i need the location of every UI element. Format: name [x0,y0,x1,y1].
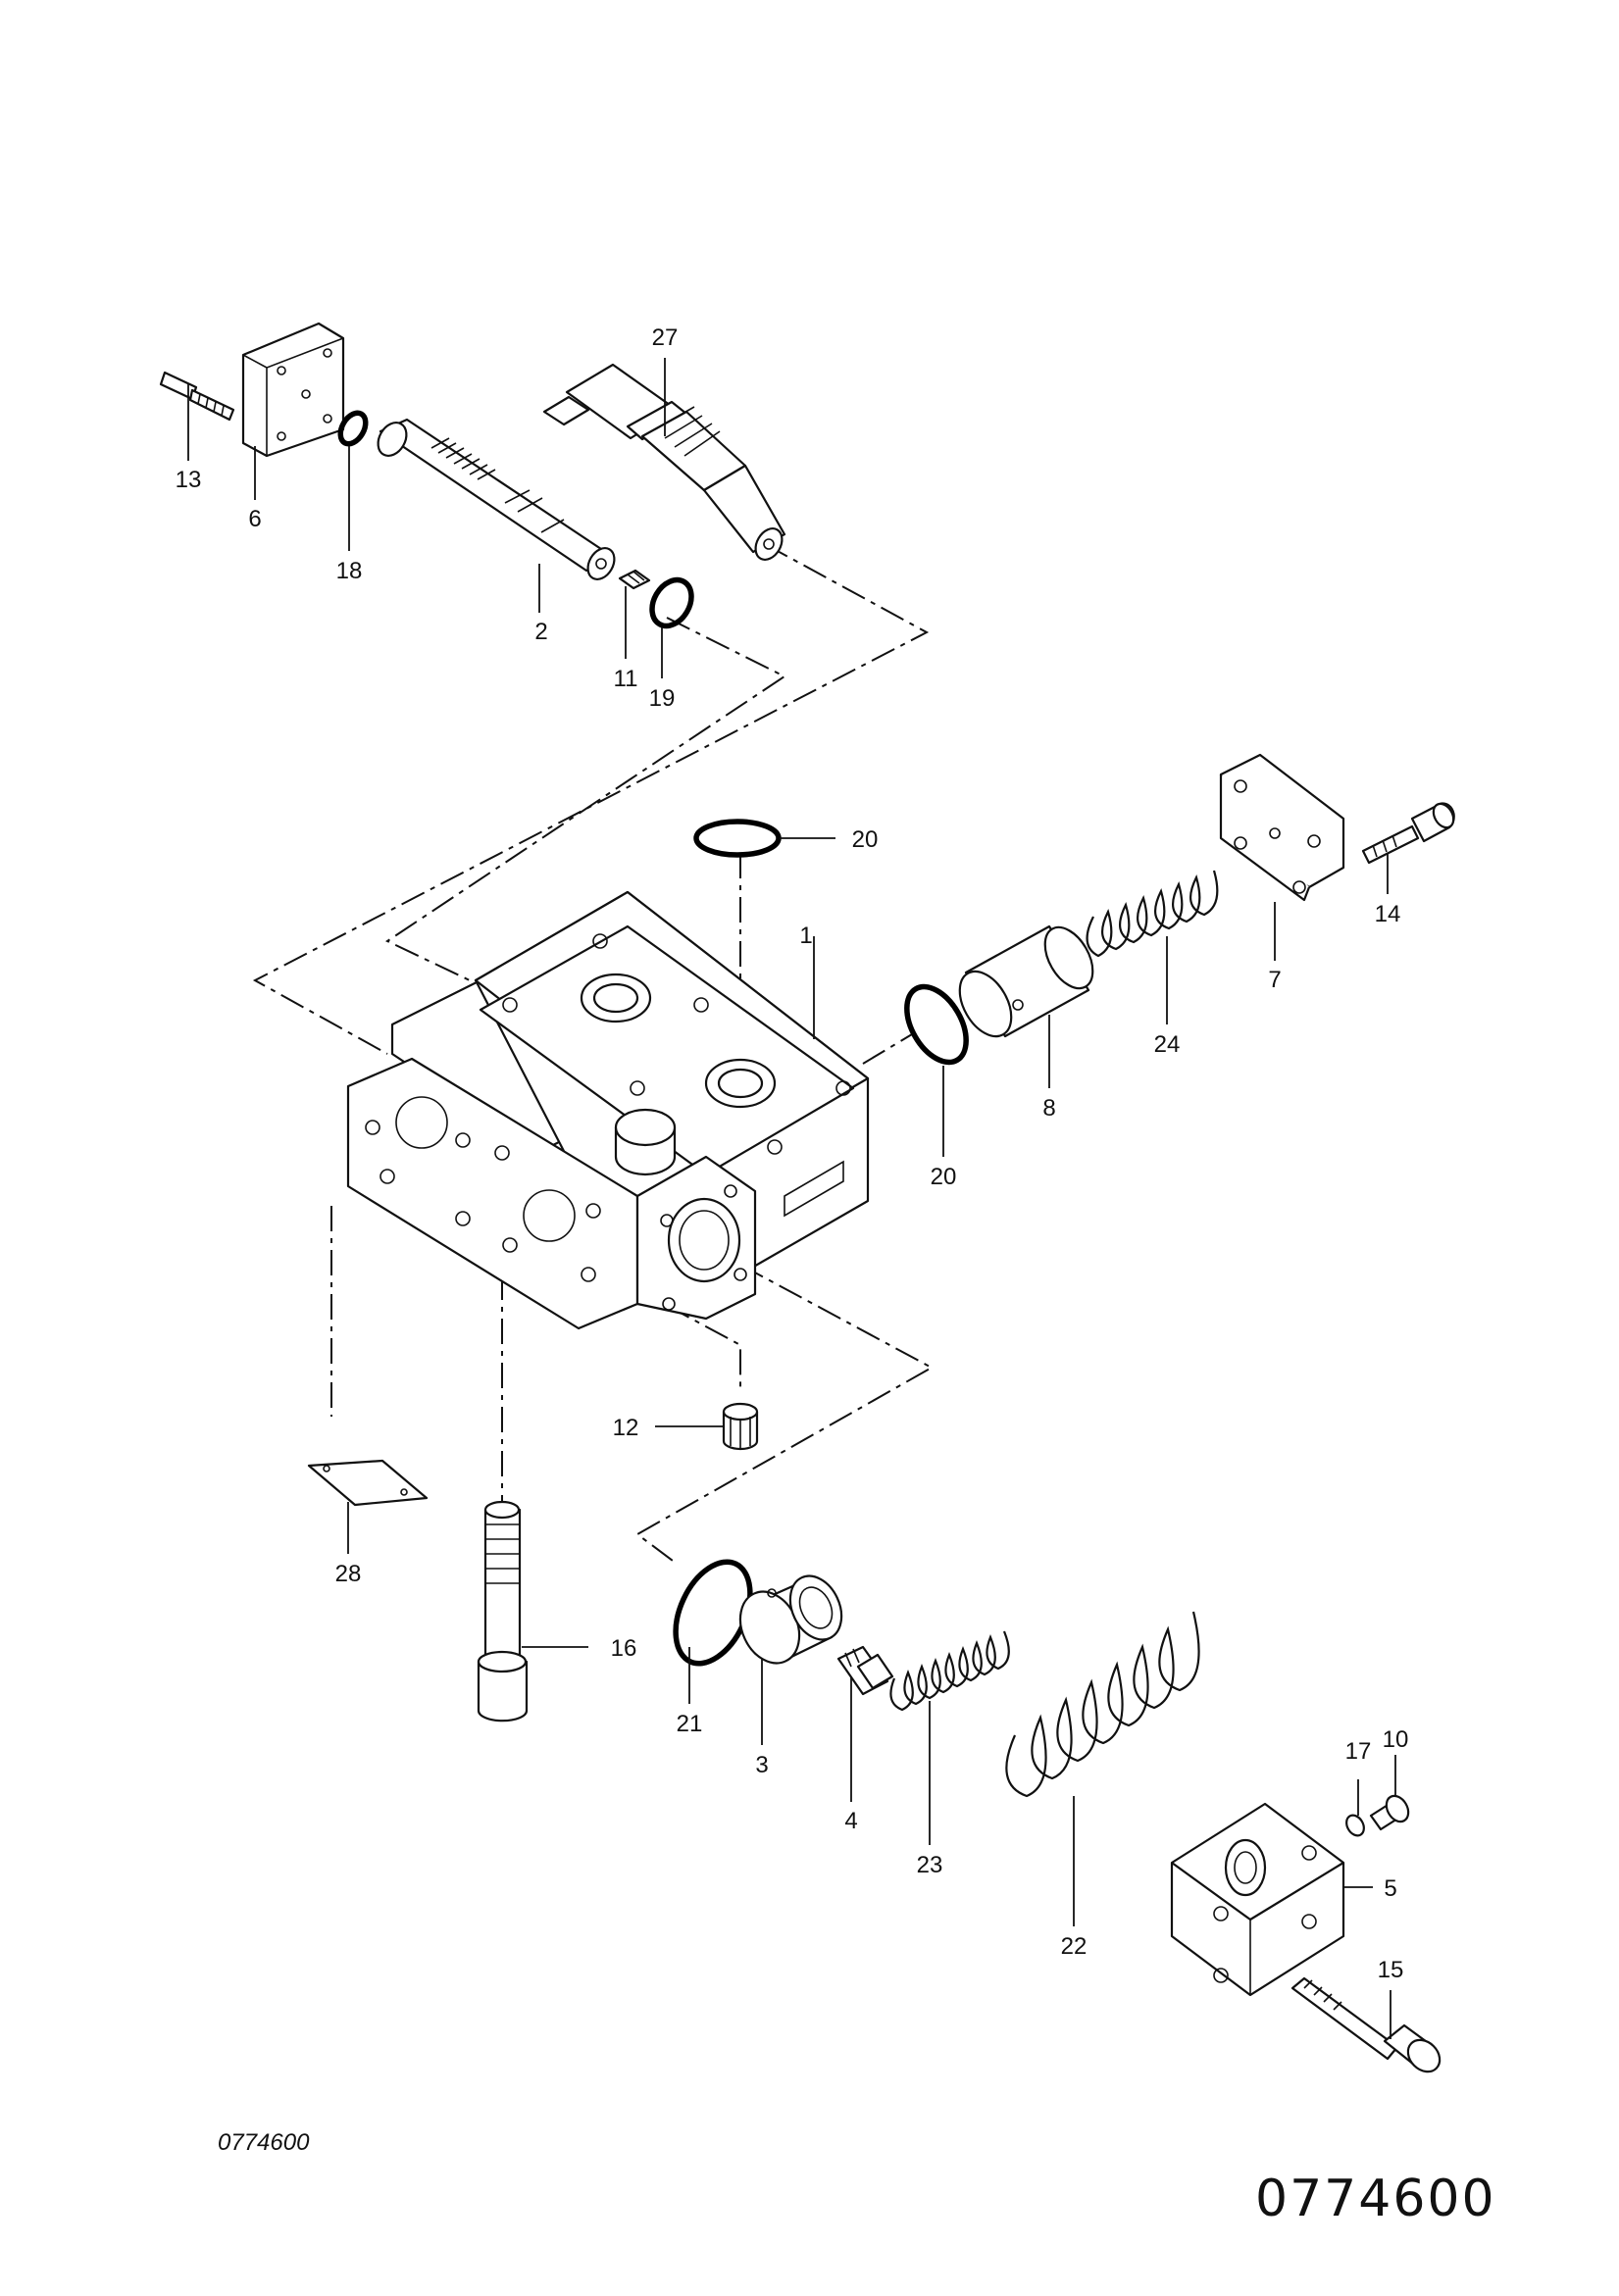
callout-4: 4 [844,1808,857,1834]
drawing-code-large: 0774600 [1255,2170,1496,2228]
callout-numbers: 1 2 3 4 5 6 7 8 10 11 12 13 14 15 16 17 … [176,324,1409,1983]
bolt-13 [159,371,235,422]
callout-21: 21 [677,1711,703,1737]
o-ring-19 [649,576,694,629]
callout-28: 28 [335,1561,362,1587]
nameplate-28 [307,1459,429,1507]
bolt-15 [1290,1976,1442,2073]
assembly-centerlines [252,543,935,1565]
callout-22: 22 [1061,1933,1088,1960]
callout-5: 5 [1384,1875,1396,1902]
callout-15: 15 [1378,1957,1404,1983]
o-ring-17 [1345,1814,1365,1837]
plug-11 [618,569,651,590]
callout-27: 27 [652,324,679,351]
valve-housing-1 [346,890,870,1330]
callout-20-side: 20 [931,1164,957,1190]
callout-2: 2 [534,619,547,645]
bolt-14 [1361,802,1455,865]
o-ring-18 [337,410,369,447]
spring-22 [1005,1611,1200,1798]
callout-7: 7 [1268,967,1281,993]
callout-1: 1 [799,923,812,949]
sleeve-8 [958,924,1094,1038]
callout-20-top: 20 [852,826,879,853]
spring-23 [889,1630,1010,1712]
plug-12 [722,1402,759,1451]
callout-11: 11 [614,666,638,692]
spring-24 [1086,870,1219,958]
callout-3: 3 [755,1752,768,1778]
callout-10: 10 [1383,1726,1409,1753]
bolt-16 [477,1500,529,1722]
drawing-code-small: 0774600 [218,2129,310,2156]
callout-18: 18 [336,558,363,584]
piston-3 [738,1574,843,1665]
plug-10 [1369,1794,1410,1831]
relief-valve-27 [542,363,786,561]
callout-17: 17 [1345,1738,1372,1765]
o-ring-20-side [904,983,969,1066]
callout-19: 19 [649,685,676,712]
leader-lines [187,358,1396,2039]
callout-12: 12 [613,1415,639,1441]
cover-5 [1170,1802,1345,1997]
cover-7 [1219,753,1345,902]
callout-23: 23 [917,1852,943,1878]
cover-plate-6 [241,322,345,458]
callout-14: 14 [1375,901,1401,927]
o-ring-20-top [693,819,782,858]
callout-13: 13 [176,467,202,493]
callout-24: 24 [1154,1031,1181,1058]
callout-8: 8 [1042,1095,1055,1122]
spool-2 [377,418,616,580]
stem-4 [836,1645,894,1696]
callout-16: 16 [611,1635,637,1662]
callout-6: 6 [248,506,261,532]
